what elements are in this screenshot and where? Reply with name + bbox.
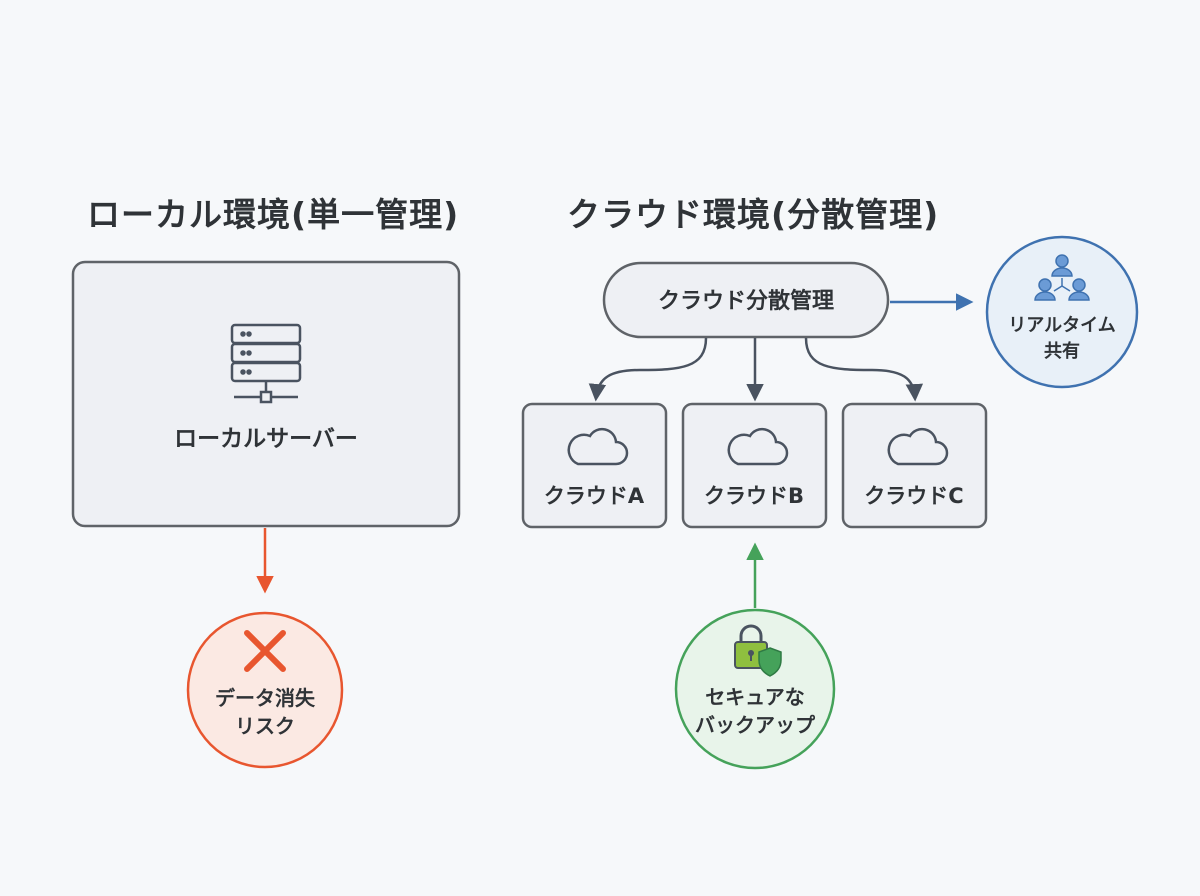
backup-label-line1: セキュアな — [705, 685, 805, 709]
local-section-title: ローカル環境(単一管理) — [87, 195, 460, 234]
share-label-line1: リアルタイム — [1008, 315, 1115, 336]
realtime-share-node: リアルタイム 共有 — [985, 235, 1139, 389]
users-network-icon — [1034, 254, 1090, 301]
local-server-label: ローカルサーバー — [174, 426, 358, 452]
cross-icon — [244, 630, 286, 672]
local-server-box: ローカルサーバー — [71, 260, 461, 528]
risk-label-line1: データ消失 — [215, 686, 316, 710]
cloud-icon — [887, 427, 949, 466]
hub-to-cloud-c-arrow — [804, 337, 924, 402]
share-label-line2: 共有 — [1044, 340, 1080, 362]
cloud-node-c-label: クラウドC — [864, 484, 963, 508]
cloud-node-a-label: クラウドA — [544, 484, 645, 508]
cloud-node-c: クラウドC — [841, 402, 988, 529]
secure-backup-node: セキュアな バックアップ — [674, 608, 836, 770]
cloud-hub-label: クラウド分散管理 — [658, 288, 834, 314]
cloud-hub: クラウド分散管理 — [602, 261, 890, 339]
cloud-icon — [567, 427, 629, 466]
data-loss-risk-node: データ消失 リスク — [186, 611, 344, 769]
hub-to-cloud-a-arrow — [588, 337, 708, 402]
cloud-node-b: クラウドB — [681, 402, 828, 529]
cloud-node-a: クラウドA — [521, 402, 668, 529]
backup-label-line2: バックアップ — [695, 713, 816, 737]
lock-shield-icon — [734, 624, 782, 677]
risk-label-line2: リスク — [235, 714, 295, 738]
cloud-node-b-label: クラウドB — [704, 484, 804, 508]
cloud-section-title: クラウド環境(分散管理) — [567, 195, 940, 234]
cloud-icon — [727, 427, 789, 466]
server-icon — [230, 323, 302, 404]
